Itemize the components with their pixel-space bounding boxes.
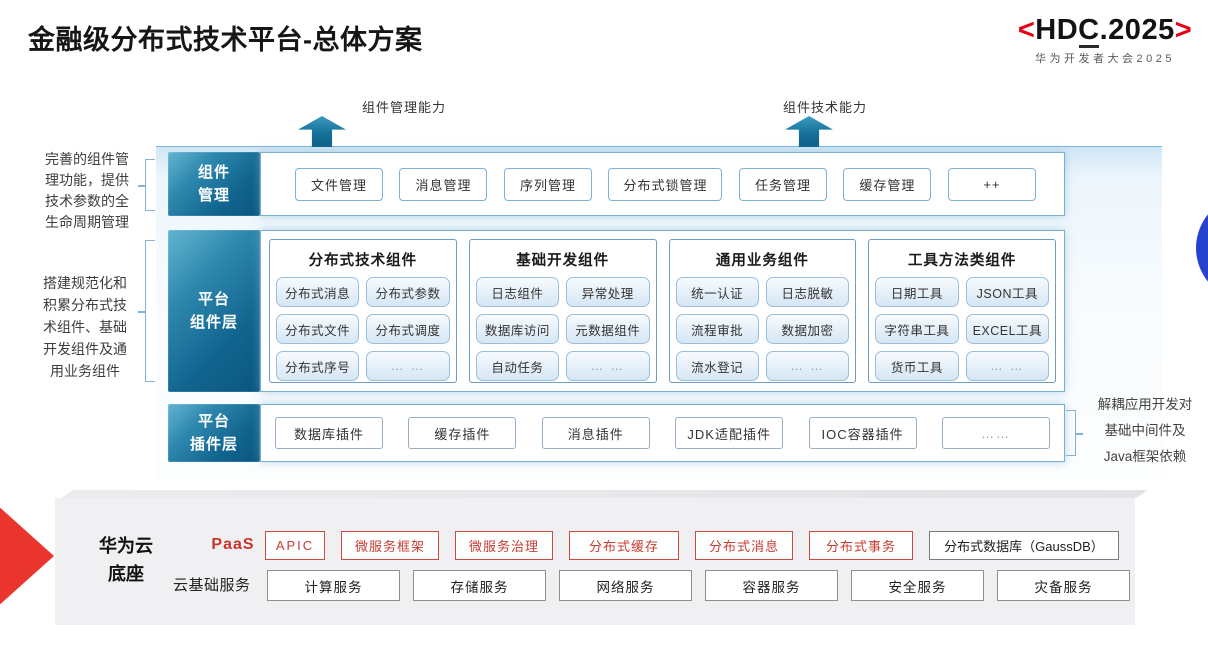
group-header: 基础开发组件 — [516, 253, 610, 269]
component-cell: 分布式序号 — [276, 351, 360, 381]
component-cell: 日期工具 — [875, 277, 959, 307]
cloud-service: 容器服务 — [705, 570, 838, 601]
paas-service: 分布式缓存 — [569, 531, 679, 560]
mgmt-item: 任务管理 — [738, 167, 827, 201]
platform-plugin-layer: 平台 插件层 数据库插件 缓存插件 消息插件 JDK适配插件 IOC容器插件 …… — [168, 404, 1065, 462]
capability-label-left: 组件管理能力 — [362, 100, 447, 115]
cloud-service: 灾备服务 — [997, 570, 1130, 601]
mgmt-item: 文件管理 — [295, 167, 383, 201]
group-header: 通用业务组件 — [715, 253, 809, 269]
plugin-item: 缓存插件 — [408, 417, 517, 449]
group-header: 工具方法类组件 — [907, 253, 1017, 269]
bracket-connector — [138, 240, 155, 382]
note-plugins: 解耦应用开发对 基础中间件及 Java框架依赖 — [1097, 397, 1193, 464]
cloud-service: 计算服务 — [267, 570, 400, 601]
component-cell: JSON工具 — [965, 277, 1049, 307]
plugin-item: IOC容器插件 — [808, 417, 917, 449]
component-cell: 异常处理 — [566, 277, 650, 307]
note-component-mgmt: 完善的组件管 理功能，提供 技术参数的全 生命周期管理 — [45, 151, 129, 230]
component-cell: 统一认证 — [675, 277, 759, 307]
red-arrow-icon — [0, 507, 54, 605]
layer-label-component-mgmt: 组件 管理 — [168, 152, 260, 216]
cloud-service: 安全服务 — [851, 570, 984, 601]
group-basic-dev: 基础开发组件 日志组件 异常处理 数据库访问 元数据组件 自动任务 … … — [468, 239, 657, 383]
bracket-connector — [138, 159, 155, 211]
up-arrow-icon — [298, 116, 346, 147]
component-cell: 货币工具 — [875, 351, 959, 381]
component-cell: 分布式文件 — [276, 314, 360, 344]
component-cell: 字符串工具 — [875, 314, 959, 344]
capability-label-right: 组件技术能力 — [783, 100, 868, 115]
cloud-service: 存储服务 — [413, 570, 546, 601]
group-tool-methods: 工具方法类组件 日期工具 JSON工具 字符串工具 EXCEL工具 货币工具 …… — [868, 239, 1056, 383]
logo-c-underlined: C — [1078, 14, 1100, 48]
paas-service-gaussdb: 分布式数据库（GaussDB） — [929, 531, 1119, 560]
component-mgmt-items: 文件管理 消息管理 序列管理 分布式锁管理 任务管理 缓存管理 ++ — [260, 152, 1065, 216]
paas-label: PaaS — [211, 536, 255, 553]
component-cell: 自动任务 — [475, 351, 560, 381]
mgmt-item: 分布式锁管理 — [608, 167, 723, 201]
group-distributed-tech: 分布式技术组件 分布式消息 分布式参数 分布式文件 分布式调度 分布式序号 … … — [269, 239, 457, 383]
note-platform-components: 搭建规范化和 积累分布式技 术组件、基础 开发组件及通 用业务组件 — [43, 275, 127, 379]
logo-right-angle: > — [1174, 14, 1193, 46]
paas-services: APIC 微服务框架 微服务治理 分布式缓存 分布式消息 分布式事务 分布式数据… — [265, 531, 1119, 560]
logo-year: .2025 — [1099, 14, 1175, 46]
hdc-logo-subtitle: 华为开发者大会2025 — [1035, 53, 1175, 65]
plugin-item: 消息插件 — [541, 417, 650, 449]
component-cell: EXCEL工具 — [965, 314, 1049, 344]
hdc-logo-text: <HDC.2025> — [1005, 14, 1205, 48]
component-cell-more: … … — [566, 351, 650, 381]
component-cell-more: … … — [765, 351, 850, 381]
layer-label-platform-components: 平台 组件层 — [168, 230, 260, 392]
component-cell: 数据加密 — [765, 314, 850, 344]
paas-service: 微服务治理 — [455, 531, 553, 560]
paas-service: 分布式消息 — [695, 531, 793, 560]
component-cell: 分布式参数 — [366, 277, 450, 307]
foundation-label: 华为云 底座 — [99, 536, 153, 584]
logo-hd: HD — [1035, 14, 1079, 46]
mgmt-item: 消息管理 — [399, 167, 488, 201]
paas-service: APIC — [265, 531, 325, 560]
huawei-cloud-foundation: 华为云 底座 PaaS 云基础服务 APIC 微服务框架 微服务治理 分布式缓存… — [55, 498, 1135, 625]
component-mgmt-layer: 组件 管理 文件管理 消息管理 序列管理 分布式锁管理 任务管理 缓存管理 ++ — [168, 152, 1065, 216]
component-cell: 元数据组件 — [566, 314, 650, 344]
platform-component-groups: 分布式技术组件 分布式消息 分布式参数 分布式文件 分布式调度 分布式序号 … … — [260, 230, 1065, 392]
plugin-item: 数据库插件 — [275, 417, 383, 449]
paas-service: 微服务框架 — [341, 531, 439, 560]
group-common-business: 通用业务组件 统一认证 日志脱敏 流程审批 数据加密 流水登记 … … — [668, 239, 857, 383]
component-cell-more: … … — [366, 351, 450, 381]
mgmt-item: 序列管理 — [503, 167, 592, 201]
component-cell: 数据库访问 — [475, 314, 560, 344]
group-header: 分布式技术组件 — [308, 253, 418, 269]
component-cell: 分布式消息 — [276, 277, 360, 307]
mgmt-item-more: ++ — [947, 167, 1036, 201]
logo-left-angle: < — [1017, 14, 1036, 46]
up-arrow-icon — [785, 116, 833, 147]
component-cell: 流程审批 — [675, 314, 759, 344]
cloud-base-services: 计算服务 存储服务 网络服务 容器服务 安全服务 灾备服务 — [267, 570, 1130, 601]
component-cell: 日志组件 — [475, 277, 560, 307]
decorative-circle — [1196, 195, 1208, 301]
layer-label-platform-plugins: 平台 插件层 — [168, 404, 260, 462]
component-cell: 流水登记 — [675, 351, 759, 381]
cloud-base-label: 云基础服务 — [173, 577, 251, 594]
plugin-item: JDK适配插件 — [675, 417, 784, 449]
platform-component-layer: 平台 组件层 分布式技术组件 分布式消息 分布式参数 分布式文件 分布式调度 分… — [168, 230, 1065, 392]
mgmt-item: 缓存管理 — [843, 167, 932, 201]
plugin-items: 数据库插件 缓存插件 消息插件 JDK适配插件 IOC容器插件 …… — [260, 404, 1065, 462]
component-cell: 日志脱敏 — [765, 277, 850, 307]
bracket-connector — [1066, 410, 1083, 456]
paas-service: 分布式事务 — [809, 531, 913, 560]
hdc-logo: <HDC.2025> 华为开发者大会2025 — [1005, 14, 1205, 66]
component-cell: 分布式调度 — [366, 314, 450, 344]
cloud-service: 网络服务 — [559, 570, 692, 601]
component-cell-more: … … — [965, 351, 1049, 381]
page-title: 金融级分布式技术平台-总体方案 — [28, 25, 423, 55]
plugin-item-more: …… — [941, 417, 1050, 449]
